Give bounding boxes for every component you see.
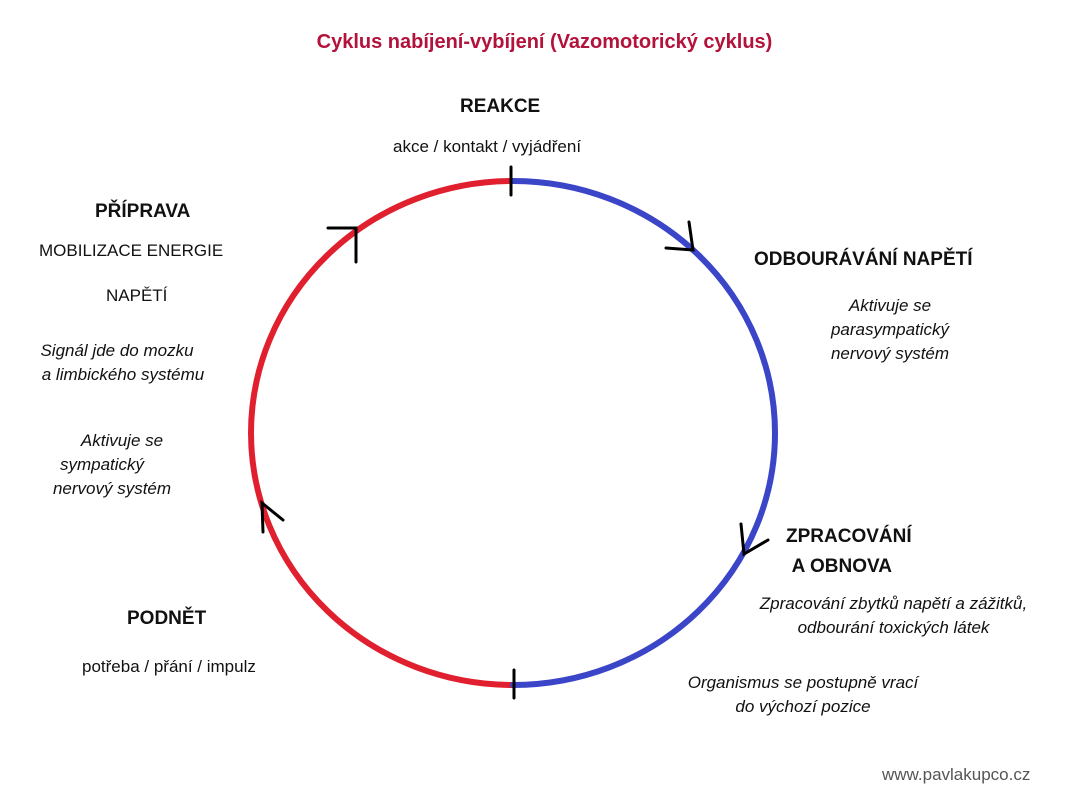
stage-zpracovani-note-2: Organismus se postupně vrací do výchozí …: [687, 673, 919, 716]
arrow-marker-lower-right: [739, 522, 770, 557]
stage-priprava-line-1: MOBILIZACE ENERGIE: [39, 241, 224, 260]
stage-zpracovani-note-1: Zpracování zbytků napětí a zážitků, odbo…: [759, 594, 1028, 637]
stage-priprava-note-1: Signál jde do mozku a limbického systému: [40, 341, 205, 384]
stage-reakce-subtitle: akce / kontakt / vyjádření: [393, 137, 582, 156]
watermark: www.pavlakupco.cz: [882, 765, 1031, 784]
stage-odbouravani-note: Aktivuje se parasympatický nervový systé…: [830, 296, 950, 363]
arrow-marker-upper-right: [664, 220, 695, 252]
diagram-title: Cyklus nabíjení-vybíjení (Vazomotorický …: [316, 31, 773, 53]
stage-podnet-subtitle: potřeba / přání / impulz: [82, 657, 256, 676]
arrow-marker-lower-left: [260, 499, 285, 534]
arrow-marker-upper-left: [326, 226, 358, 264]
stage-podnet-heading: PODNĚT: [127, 608, 207, 629]
stage-zpracovani-heading: ZPRACOVÁNÍ A OBNOVA: [786, 526, 912, 577]
stage-reakce-heading: REAKCE: [460, 96, 541, 117]
stage-priprava-note-2: Aktivuje se sympatický nervový systém: [52, 431, 172, 498]
stage-priprava-line-2: NAPĚTÍ: [106, 286, 168, 305]
stage-odbouravani-heading: ODBOURÁVÁNÍ NAPĚTÍ: [754, 249, 973, 270]
charge-arc: [248, 178, 516, 688]
discharge-arc: [510, 178, 778, 688]
stage-priprava-heading: PŘÍPRAVA: [95, 201, 191, 222]
